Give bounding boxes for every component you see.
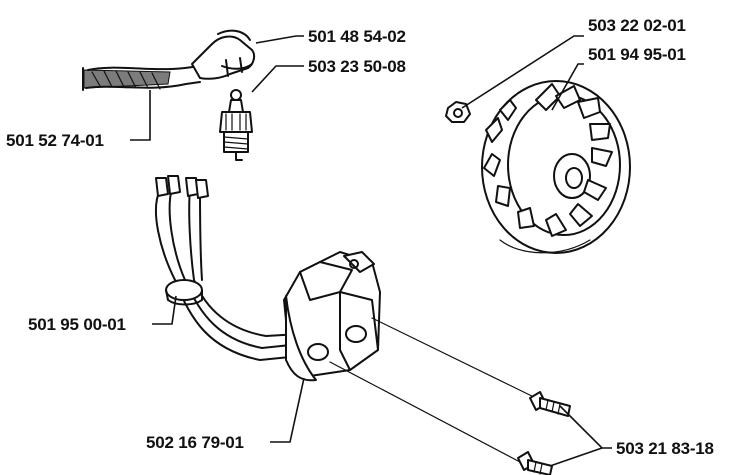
screw-lower (517, 451, 553, 475)
label-spark-plug: 503 23 50-08 (308, 57, 406, 76)
grommet (165, 279, 203, 306)
label-flywheel-nut: 503 22 02-01 (588, 16, 686, 35)
spark-plug (219, 89, 253, 161)
screw-upper (529, 391, 571, 417)
label-ignition-module: 502 16 79-01 (146, 433, 244, 452)
leader-lines (130, 35, 612, 467)
module-screws (329, 317, 571, 475)
spark-plug-cap (191, 29, 256, 80)
label-plug-cap: 501 48 54-02 (308, 27, 406, 46)
label-ignition-lead: 501 52 74-01 (6, 131, 104, 150)
module-wires (154, 175, 301, 361)
label-grommet: 501 95 00-01 (28, 315, 126, 334)
label-flywheel: 501 94 95-01 (588, 45, 686, 64)
flywheel-fins (483, 83, 613, 237)
ignition-lead (82, 65, 201, 91)
ignition-module (283, 251, 381, 382)
flywheel (481, 80, 631, 254)
label-module-screws: 503 21 83-18 (616, 439, 714, 458)
